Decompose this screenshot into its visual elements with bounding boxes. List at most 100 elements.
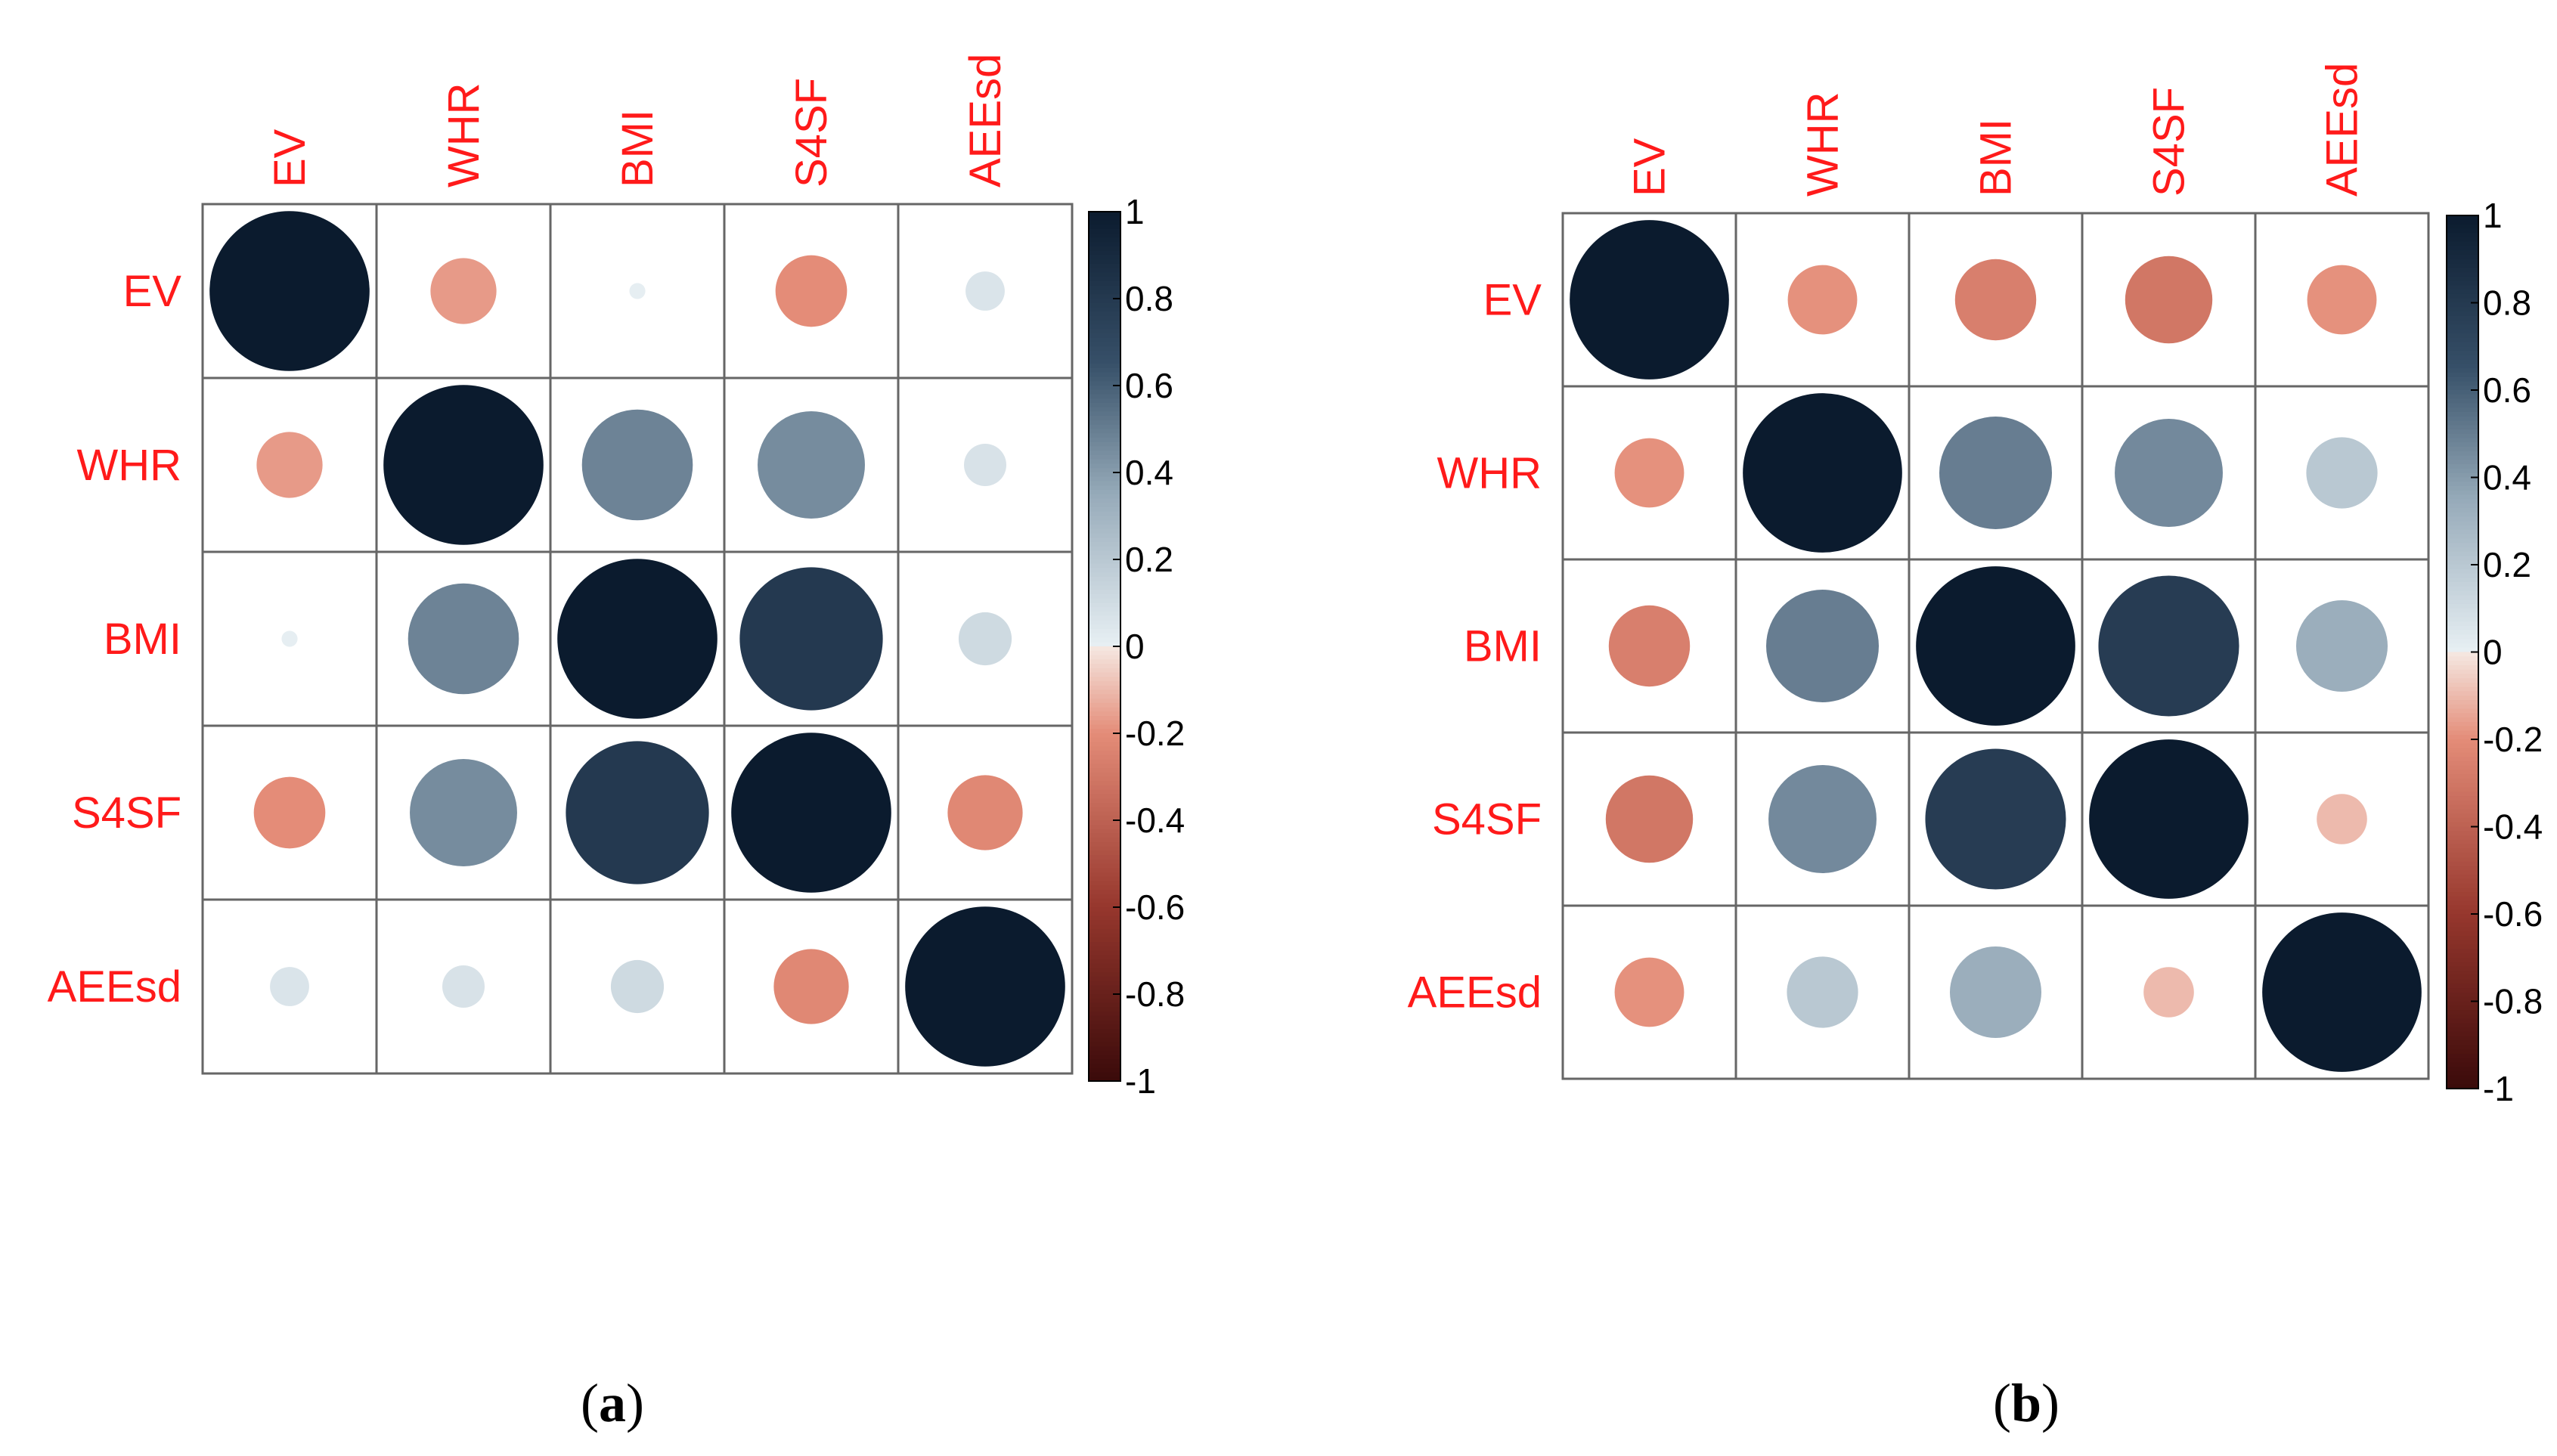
- colorbar-segment: [1089, 220, 1120, 225]
- correlation-circle-whr-s4sf: [758, 411, 865, 519]
- colorbar-segment: [2447, 1062, 2478, 1067]
- column-label-ev: EV: [265, 129, 315, 187]
- colorbar-segment: [2447, 708, 2478, 714]
- colorbar-segment: [2447, 529, 2478, 535]
- colorbar-segment: [1089, 1037, 1120, 1042]
- colorbar-segment: [1089, 525, 1120, 530]
- colorbar-segment: [1089, 555, 1120, 560]
- colorbar-segment: [1089, 424, 1120, 430]
- colorbar-segment: [1089, 1007, 1120, 1012]
- colorbar-segment: [2447, 796, 2478, 801]
- colorbar-segment: [2447, 560, 2478, 565]
- colorbar-segment: [1089, 242, 1120, 247]
- colorbar-segment: [1089, 1015, 1120, 1021]
- colorbar-segment: [2447, 398, 2478, 404]
- colorbar-segment: [1089, 485, 1120, 491]
- colorbar-segment: [1089, 963, 1120, 969]
- colorbar-segment: [2447, 800, 2478, 806]
- colorbar-segment: [1089, 359, 1120, 364]
- colorbar-segment: [2447, 909, 2478, 915]
- colorbar-segment: [1089, 546, 1120, 552]
- colorbar-tick-label: 1: [2483, 196, 2503, 235]
- colorbar-segment: [1089, 664, 1120, 669]
- colorbar-segment: [2447, 411, 2478, 417]
- row-label-whr: WHR: [1437, 449, 1542, 498]
- colorbar-segment: [1089, 677, 1120, 682]
- correlation-circle-whr-bmi: [1939, 417, 2052, 529]
- colorbar-segment: [1089, 259, 1120, 265]
- colorbar-segment: [2447, 438, 2478, 443]
- colorbar-segment: [2447, 918, 2478, 924]
- colorbar-segment: [1089, 577, 1120, 582]
- colorbar-segment: [1089, 972, 1120, 977]
- colorbar-tick-label: 0.2: [2483, 545, 2531, 584]
- colorbar-segment: [2447, 748, 2478, 753]
- colorbar-segment: [1089, 681, 1120, 686]
- correlation-circle-bmi-s4sf: [2098, 575, 2239, 717]
- colorbar-segment: [2447, 603, 2478, 609]
- colorbar-segment: [1089, 1055, 1120, 1060]
- colorbar-segment: [1089, 603, 1120, 608]
- colorbar-segment: [1089, 998, 1120, 1004]
- colorbar-segment: [2447, 534, 2478, 539]
- colorbar-segment: [1089, 255, 1120, 260]
- colorbar-segment: [2447, 599, 2478, 605]
- correlation-circle-ev-whr: [1787, 265, 1858, 335]
- colorbar-segment: [1089, 772, 1120, 778]
- colorbar-segment: [2447, 940, 2478, 946]
- correlation-circle-ev-ev: [209, 211, 370, 371]
- colorbar-segment: [2447, 1058, 2478, 1063]
- colorbar-segment: [1089, 285, 1120, 291]
- colorbar-segment: [1089, 789, 1120, 795]
- colorbar-segment: [1089, 733, 1120, 739]
- colorbar-segment: [2447, 1070, 2478, 1077]
- colorbar-segment: [1089, 212, 1120, 217]
- colorbar-segment: [2447, 565, 2478, 570]
- colorbar-segment: [2447, 608, 2478, 614]
- colorbar-segment: [2447, 739, 2478, 745]
- panel-label-open: (: [1993, 1373, 2011, 1433]
- colorbar-segment: [1089, 389, 1120, 395]
- colorbar-segment: [1089, 372, 1120, 378]
- correlation-circle-bmi-ev: [281, 630, 298, 647]
- correlation-circle-bmi-s4sf: [739, 567, 883, 711]
- colorbar-segment: [1089, 403, 1120, 408]
- colorbar-segment: [1089, 329, 1120, 334]
- colorbar-segment: [2447, 595, 2478, 600]
- colorbar-segment: [1089, 920, 1120, 925]
- colorbar-segment: [2447, 425, 2478, 430]
- colorbar-segment: [2447, 403, 2478, 408]
- colorbar-segment: [2447, 451, 2478, 457]
- colorbar-segment: [1089, 494, 1120, 500]
- colorbar-segment: [2447, 857, 2478, 863]
- colorbar-segment: [2447, 254, 2478, 260]
- colorbar-segment: [2447, 433, 2478, 439]
- colorbar-segment: [1089, 451, 1120, 456]
- colorbar-tick-label: -0.8: [1125, 974, 1185, 1014]
- colorbar-segment: [1089, 225, 1120, 230]
- colorbar-segment: [1089, 955, 1120, 960]
- colorbar-segment: [2447, 364, 2478, 369]
- colorbar-segment: [1089, 811, 1120, 816]
- correlation-circle-ev-bmi: [629, 283, 646, 299]
- colorbar-segment: [1089, 324, 1120, 330]
- colorbar-segment: [1089, 407, 1120, 413]
- correlation-circle-bmi-aeesd: [2295, 599, 2388, 692]
- colorbar-segment: [2447, 700, 2478, 705]
- colorbar-segment: [2447, 285, 2478, 290]
- colorbar-tick-label: 0: [2483, 633, 2503, 672]
- colorbar-segment: [2447, 883, 2478, 888]
- colorbar-segment: [2447, 394, 2478, 400]
- colorbar-segment: [1089, 237, 1120, 243]
- colorbar-segment: [2447, 713, 2478, 718]
- panel-label-letter: b: [2011, 1373, 2041, 1433]
- colorbar-segment: [2447, 1001, 2478, 1006]
- correlation-circle-whr-s4sf: [2115, 419, 2223, 527]
- colorbar-segment: [2447, 674, 2478, 679]
- colorbar-segment: [2447, 447, 2478, 452]
- colorbar-segment: [2447, 464, 2478, 469]
- colorbar-segment: [2447, 621, 2478, 627]
- colorbar-segment: [1089, 907, 1120, 912]
